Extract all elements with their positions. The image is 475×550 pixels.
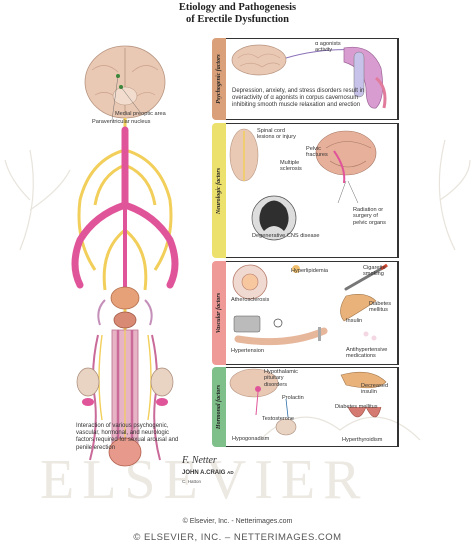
panel-vascular <box>226 261 399 365</box>
vascular-art <box>232 263 388 346</box>
label-testosterone: Testosterone <box>262 416 295 422</box>
signature-artist: JOHN A.CRAIG AD <box>182 470 234 476</box>
testes-drawing <box>76 367 174 406</box>
label-hypertension: Hypertension <box>231 348 264 354</box>
watermark: ELSEVIER <box>40 449 369 511</box>
tab-vascular-label: Vascular factors <box>216 292 222 334</box>
tab-neurologic-label: Neurologic factors <box>216 167 222 214</box>
label-alpha-agonists: α agonists activity <box>315 41 341 54</box>
label-diabetes-vascular: Diabetes mellitus <box>369 301 392 314</box>
label-atherosclerosis: Atherosclerosis <box>231 297 270 303</box>
label-hypogonadism: Hypogonadism <box>232 436 270 442</box>
label-paraventricular: Paraventricular nucleus <box>92 119 151 125</box>
panel-psychogenic <box>226 38 399 120</box>
penis-drawing <box>89 329 161 467</box>
title-line-2: of Erectile Dysfunction <box>185 14 290 25</box>
brain-drawing <box>84 45 166 121</box>
label-hyperthyroidism: Hyperthyroidism <box>342 437 383 443</box>
psychogenic-art <box>231 44 387 109</box>
psychogenic-description: Depression, anxiety, and stress disorder… <box>232 88 365 109</box>
panel-neurologic <box>226 123 399 258</box>
pelvic-organs <box>97 286 153 329</box>
footer-copyright-small: © Elsevier, Inc. - Netterimages.com <box>182 518 293 525</box>
label-multiple-sclerosis: Multiple sclerosis <box>280 160 302 173</box>
panel-hormonal <box>226 367 399 447</box>
tab-vascular: Vascular factors <box>212 261 226 365</box>
tab-hormonal: Hormonal factors <box>212 367 226 447</box>
label-spinal-cord: Spinal cord lesions or injury <box>257 128 296 141</box>
footer-copyright-large: © ELSEVIER, INC. – NETTERIMAGES.COM <box>133 532 342 543</box>
label-alpha-agonists-line1: α agonists <box>315 41 341 47</box>
label-prolactin: Prolactin <box>282 395 304 401</box>
tab-hormonal-label: Hormonal factors <box>216 384 222 430</box>
label-pelvic-fractures: Pelvic fractures <box>306 146 328 159</box>
label-alpha-agonists-line2: activity <box>315 47 333 54</box>
label-decreased-insulin: Decreased insulin <box>361 383 389 396</box>
label-radiation-surgery: Radiation or surgery of pelvic organs <box>353 207 386 226</box>
label-diabetes-hormonal: Diabetes mellitus <box>335 404 378 410</box>
arteries <box>71 126 179 302</box>
label-antihypertensive: Antihypertensive medications <box>346 347 388 360</box>
label-hypothalamic: Hypothalamic pituitary disorders <box>264 369 298 388</box>
signature-netter: F. Netter <box>182 455 217 466</box>
signature-artist-name: JOHN A.CRAIG <box>182 470 226 476</box>
signature-sub: C. Hatton <box>182 479 202 484</box>
tab-neurologic: Neurologic factors <box>212 123 226 258</box>
neurologic-art <box>229 128 377 241</box>
tab-psychogenic-label: Psychogenic factors <box>216 54 222 104</box>
signature-artist-suffix: AD <box>227 470 234 475</box>
title-line-1: Etiology and Pathogenesis <box>178 2 297 13</box>
label-cigarette-smoking: Cigarette smoking <box>363 265 386 278</box>
label-hyperlipidemia: Hyperlipidemia <box>291 268 328 274</box>
label-medial-preoptic: Medial preoptic area <box>115 111 166 117</box>
hormonal-art <box>229 368 387 436</box>
figure-caption: Interaction of various psychogenic, vasc… <box>76 423 179 451</box>
tab-psychogenic: Psychogenic factors <box>212 38 226 120</box>
label-degenerative-cns: Degenerative CNS disease <box>252 233 320 239</box>
label-insulin: Insulin <box>346 318 363 324</box>
figure-title: Etiology and Pathogenesis of Erectile Dy… <box>0 2 475 26</box>
